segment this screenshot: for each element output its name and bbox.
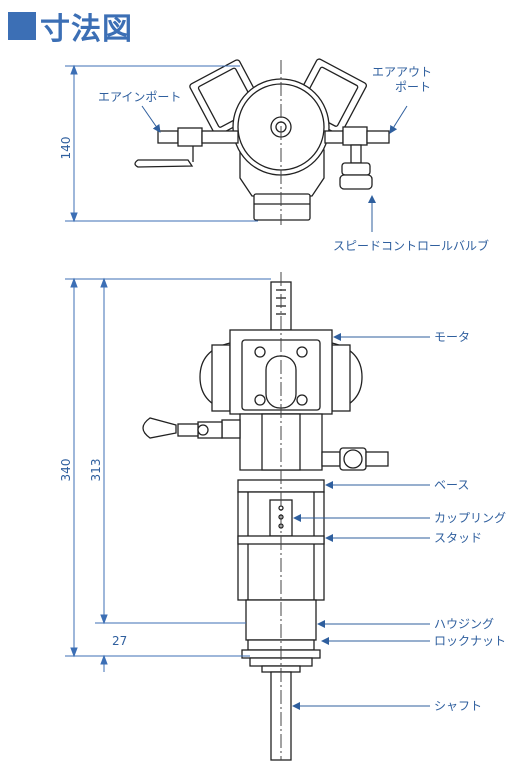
label-locknut: ロックナット — [434, 634, 506, 648]
top-left-lever — [134, 159, 194, 168]
top-bottom-block — [253, 193, 311, 221]
title-text: 寸法図 — [40, 12, 133, 47]
top-right-fitting — [324, 130, 344, 144]
label-air-out-1: エアアウト — [372, 65, 432, 79]
front-dimensions — [65, 277, 271, 672]
leader-air-in — [141, 105, 161, 133]
dim-340: 340 — [59, 459, 73, 482]
title-square-icon — [8, 12, 36, 40]
label-air-in: エアインポート — [98, 90, 181, 104]
label-stud: スタッド — [434, 531, 482, 545]
top-speed-valve — [350, 144, 362, 164]
top-view — [134, 58, 390, 225]
front-left-lever — [142, 417, 177, 439]
label-air-out-2: ポート — [395, 80, 431, 94]
top-left-fitting — [157, 130, 179, 144]
leader-air-out — [389, 105, 408, 134]
page-title: 寸法図 — [8, 6, 133, 47]
label-motor: モータ — [434, 330, 470, 344]
dim-27: 27 — [112, 634, 127, 648]
label-coupling: カップリング — [434, 511, 506, 525]
top-dimensions — [65, 64, 258, 223]
top-left-motor — [189, 59, 266, 137]
label-base: ベース — [434, 478, 469, 492]
dim-313: 313 — [89, 459, 103, 482]
label-housing: ハウジング — [434, 617, 494, 631]
label-speed-valve: スピードコントロールバルブ — [333, 238, 489, 253]
front-view — [142, 272, 389, 761]
dim-140: 140 — [59, 137, 73, 160]
label-shaft: シャフト — [434, 699, 482, 713]
